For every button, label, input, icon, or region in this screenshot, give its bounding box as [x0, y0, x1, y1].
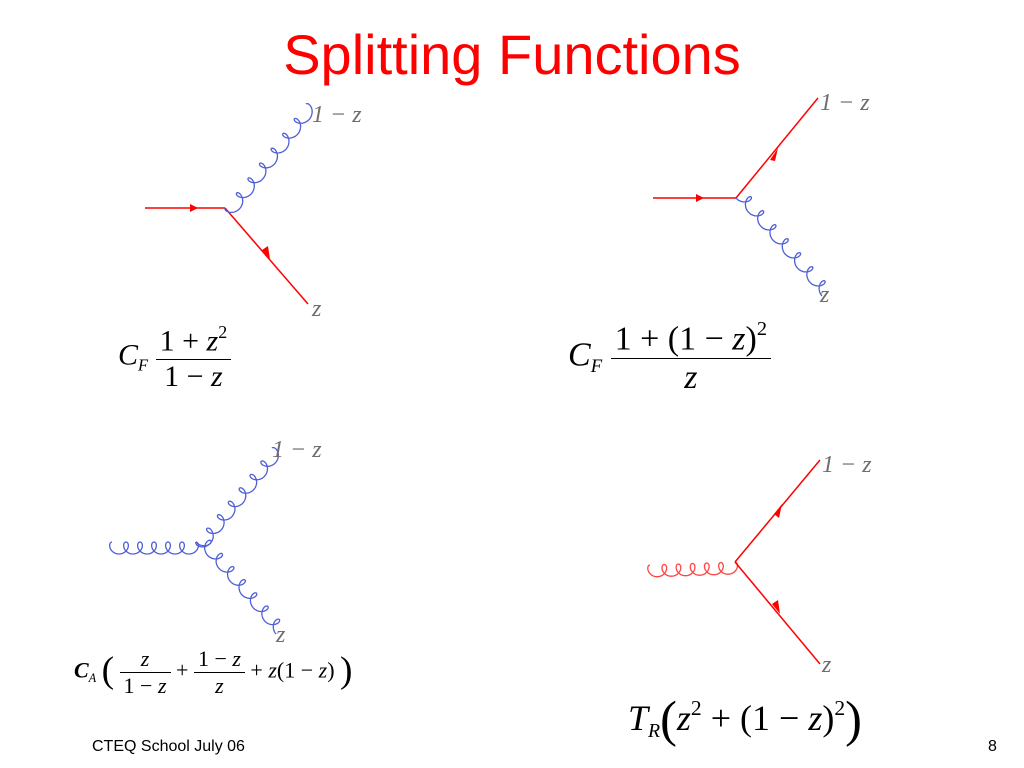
outgoing-gluon-coil — [224, 102, 313, 214]
formula-q-to-qg: CF 1 + z2 1 − z — [118, 322, 232, 394]
formula-g-to-gg: CA ( z 1 − z + 1 − z z + z(1 − z) ) — [74, 646, 353, 699]
numerator: 1 + z2 — [159, 322, 228, 358]
denominator: 1 − z — [155, 358, 232, 394]
color-factor: C — [74, 657, 89, 683]
denominator: z — [610, 358, 772, 397]
outgoing-gluon-coil-upper — [195, 446, 280, 548]
formula-q-to-gq: CF 1 + (1 − z)2 z — [568, 318, 772, 397]
color-factor-subscript: F — [590, 355, 603, 377]
outgoing-quark-line — [735, 97, 819, 199]
color-factor: C — [568, 336, 591, 374]
incoming-gluon-coil — [647, 561, 739, 578]
numerator: 1 + (1 − z)2 — [614, 318, 768, 358]
label-upper: 1 − z — [312, 102, 362, 128]
label-lower: z — [819, 282, 830, 308]
label-lower: z — [275, 622, 286, 648]
fraction: 1 + z2 1 − z — [155, 322, 232, 394]
open-paren: ( — [660, 691, 677, 747]
plus-2: + — [250, 657, 263, 683]
label-lower: z — [311, 296, 322, 322]
fraction-1: z 1 − z — [119, 646, 171, 699]
label-upper: 1 − z — [272, 437, 322, 463]
formula-g-to-qqbar: TR(z2 + (1 − z)2) — [628, 691, 862, 747]
color-factor-subscript: A — [88, 670, 97, 685]
outgoing-quark-line — [224, 207, 309, 305]
open-paren: ( — [101, 650, 115, 692]
outgoing-gluon-coil-lower — [195, 539, 281, 635]
color-factor-subscript: F — [138, 355, 149, 375]
page-number: 8 — [988, 738, 997, 755]
outgoing-quark-line-upper — [734, 459, 821, 563]
plus-1: + — [176, 657, 189, 683]
outgoing-quark-line-lower — [734, 561, 821, 665]
incoming-quark-line — [653, 194, 736, 202]
color-factor: T — [628, 697, 649, 738]
slide-title: Splitting Functions — [283, 23, 741, 86]
color-factor: C — [118, 338, 139, 372]
incoming-quark-line — [145, 204, 225, 212]
incoming-gluon-coil — [108, 541, 200, 555]
close-paren: ) — [845, 691, 862, 747]
outgoing-gluon-coil — [735, 196, 826, 297]
close-paren: ) — [340, 650, 353, 692]
fraction: 1 + (1 − z)2 z — [610, 318, 772, 397]
label-upper: 1 − z — [820, 90, 870, 116]
color-factor-subscript: R — [648, 719, 661, 742]
fraction-2: 1 − z z — [193, 646, 245, 699]
label-upper: 1 − z — [822, 452, 872, 478]
footer-text: CTEQ School July 06 — [92, 738, 245, 755]
label-lower: z — [821, 652, 832, 678]
